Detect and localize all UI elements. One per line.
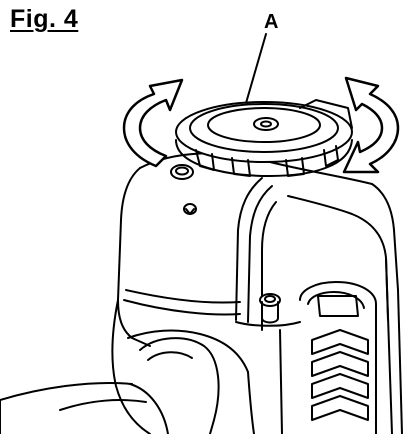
- figure-label: Fig. 4: [10, 5, 79, 33]
- callout-label-a: A: [264, 11, 279, 33]
- rotate-arrow-right-icon: [342, 76, 400, 174]
- screw-left: [170, 164, 194, 180]
- rotary-knob: [175, 99, 353, 177]
- lower-housing: [0, 257, 403, 434]
- rotate-arrow-left-icon: [122, 78, 184, 168]
- callout-leader-line: [243, 33, 267, 111]
- tool-housing: [117, 152, 399, 347]
